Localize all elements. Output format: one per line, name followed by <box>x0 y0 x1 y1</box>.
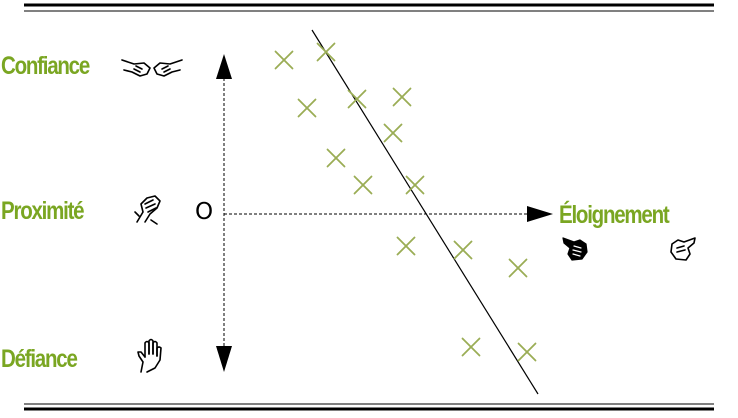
cross-marker <box>461 337 481 357</box>
cross-marker <box>392 87 412 107</box>
hand-pointing-outline-icon <box>670 237 696 261</box>
cross-marker <box>508 258 528 278</box>
vertical-axis-arrow-up <box>216 54 232 79</box>
cross-marker <box>396 236 416 256</box>
cross-marker <box>316 42 336 62</box>
cross-marker <box>517 342 537 362</box>
hand-pointing-icon <box>562 237 588 261</box>
cross-marker <box>453 240 473 260</box>
origin-label: O <box>195 199 214 225</box>
markers <box>274 42 537 362</box>
handshake-icon <box>121 59 183 77</box>
cross-marker <box>353 175 373 195</box>
cross-marker <box>297 98 317 118</box>
clasped-hands-icon <box>134 195 161 225</box>
diagonal-line <box>311 29 539 395</box>
horizontal-axis-arrow-right <box>527 206 553 222</box>
label-confiance: Confiance <box>1 52 90 80</box>
cross-marker <box>326 148 346 168</box>
raised-hand-icon <box>137 338 162 373</box>
cross-marker <box>274 50 294 70</box>
label-defiance: Défiance <box>1 345 78 373</box>
cross-marker <box>347 89 367 109</box>
cross-marker <box>383 123 403 143</box>
vertical-axis-arrow-down <box>216 346 232 372</box>
label-proximite: Proximité <box>1 197 85 225</box>
label-eloignement: Éloignement <box>559 201 670 229</box>
cross-marker <box>405 175 425 195</box>
